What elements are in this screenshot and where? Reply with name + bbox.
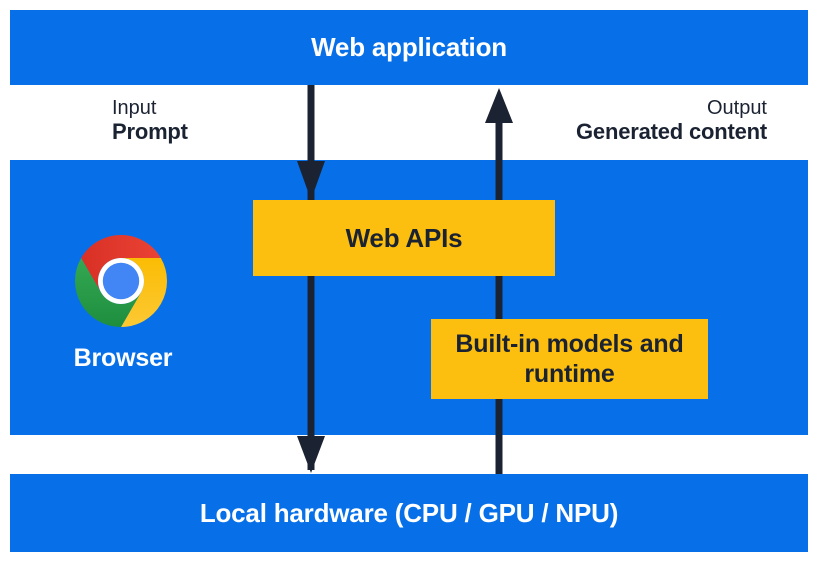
output-title: Output [706, 97, 767, 119]
web-apis-box: Web APIs [253, 200, 555, 276]
generated-content-up-arrow [485, 88, 513, 474]
web-application-layer: Web application [10, 10, 808, 85]
input-annotation: Input Prompt [112, 97, 188, 143]
chrome-logo-icon [75, 235, 167, 327]
browser-label: Browser [73, 344, 173, 372]
input-value: Prompt [112, 119, 188, 144]
web-apis-label: Web APIs [345, 222, 463, 253]
local-hardware-layer: Local hardware (CPU / GPU / NPU) [10, 474, 808, 552]
output-value: Generated content [576, 119, 767, 144]
output-annotation: Output Generated content [576, 97, 767, 143]
prompt-down-arrow [297, 85, 325, 473]
input-title: Input [112, 97, 157, 119]
builtin-models-label: Built-in models and runtime [455, 330, 684, 388]
web-application-label: Web application [311, 32, 507, 62]
builtin-models-box: Built-in models and runtime [431, 319, 708, 399]
local-hardware-label: Local hardware (CPU / GPU / NPU) [199, 497, 619, 528]
